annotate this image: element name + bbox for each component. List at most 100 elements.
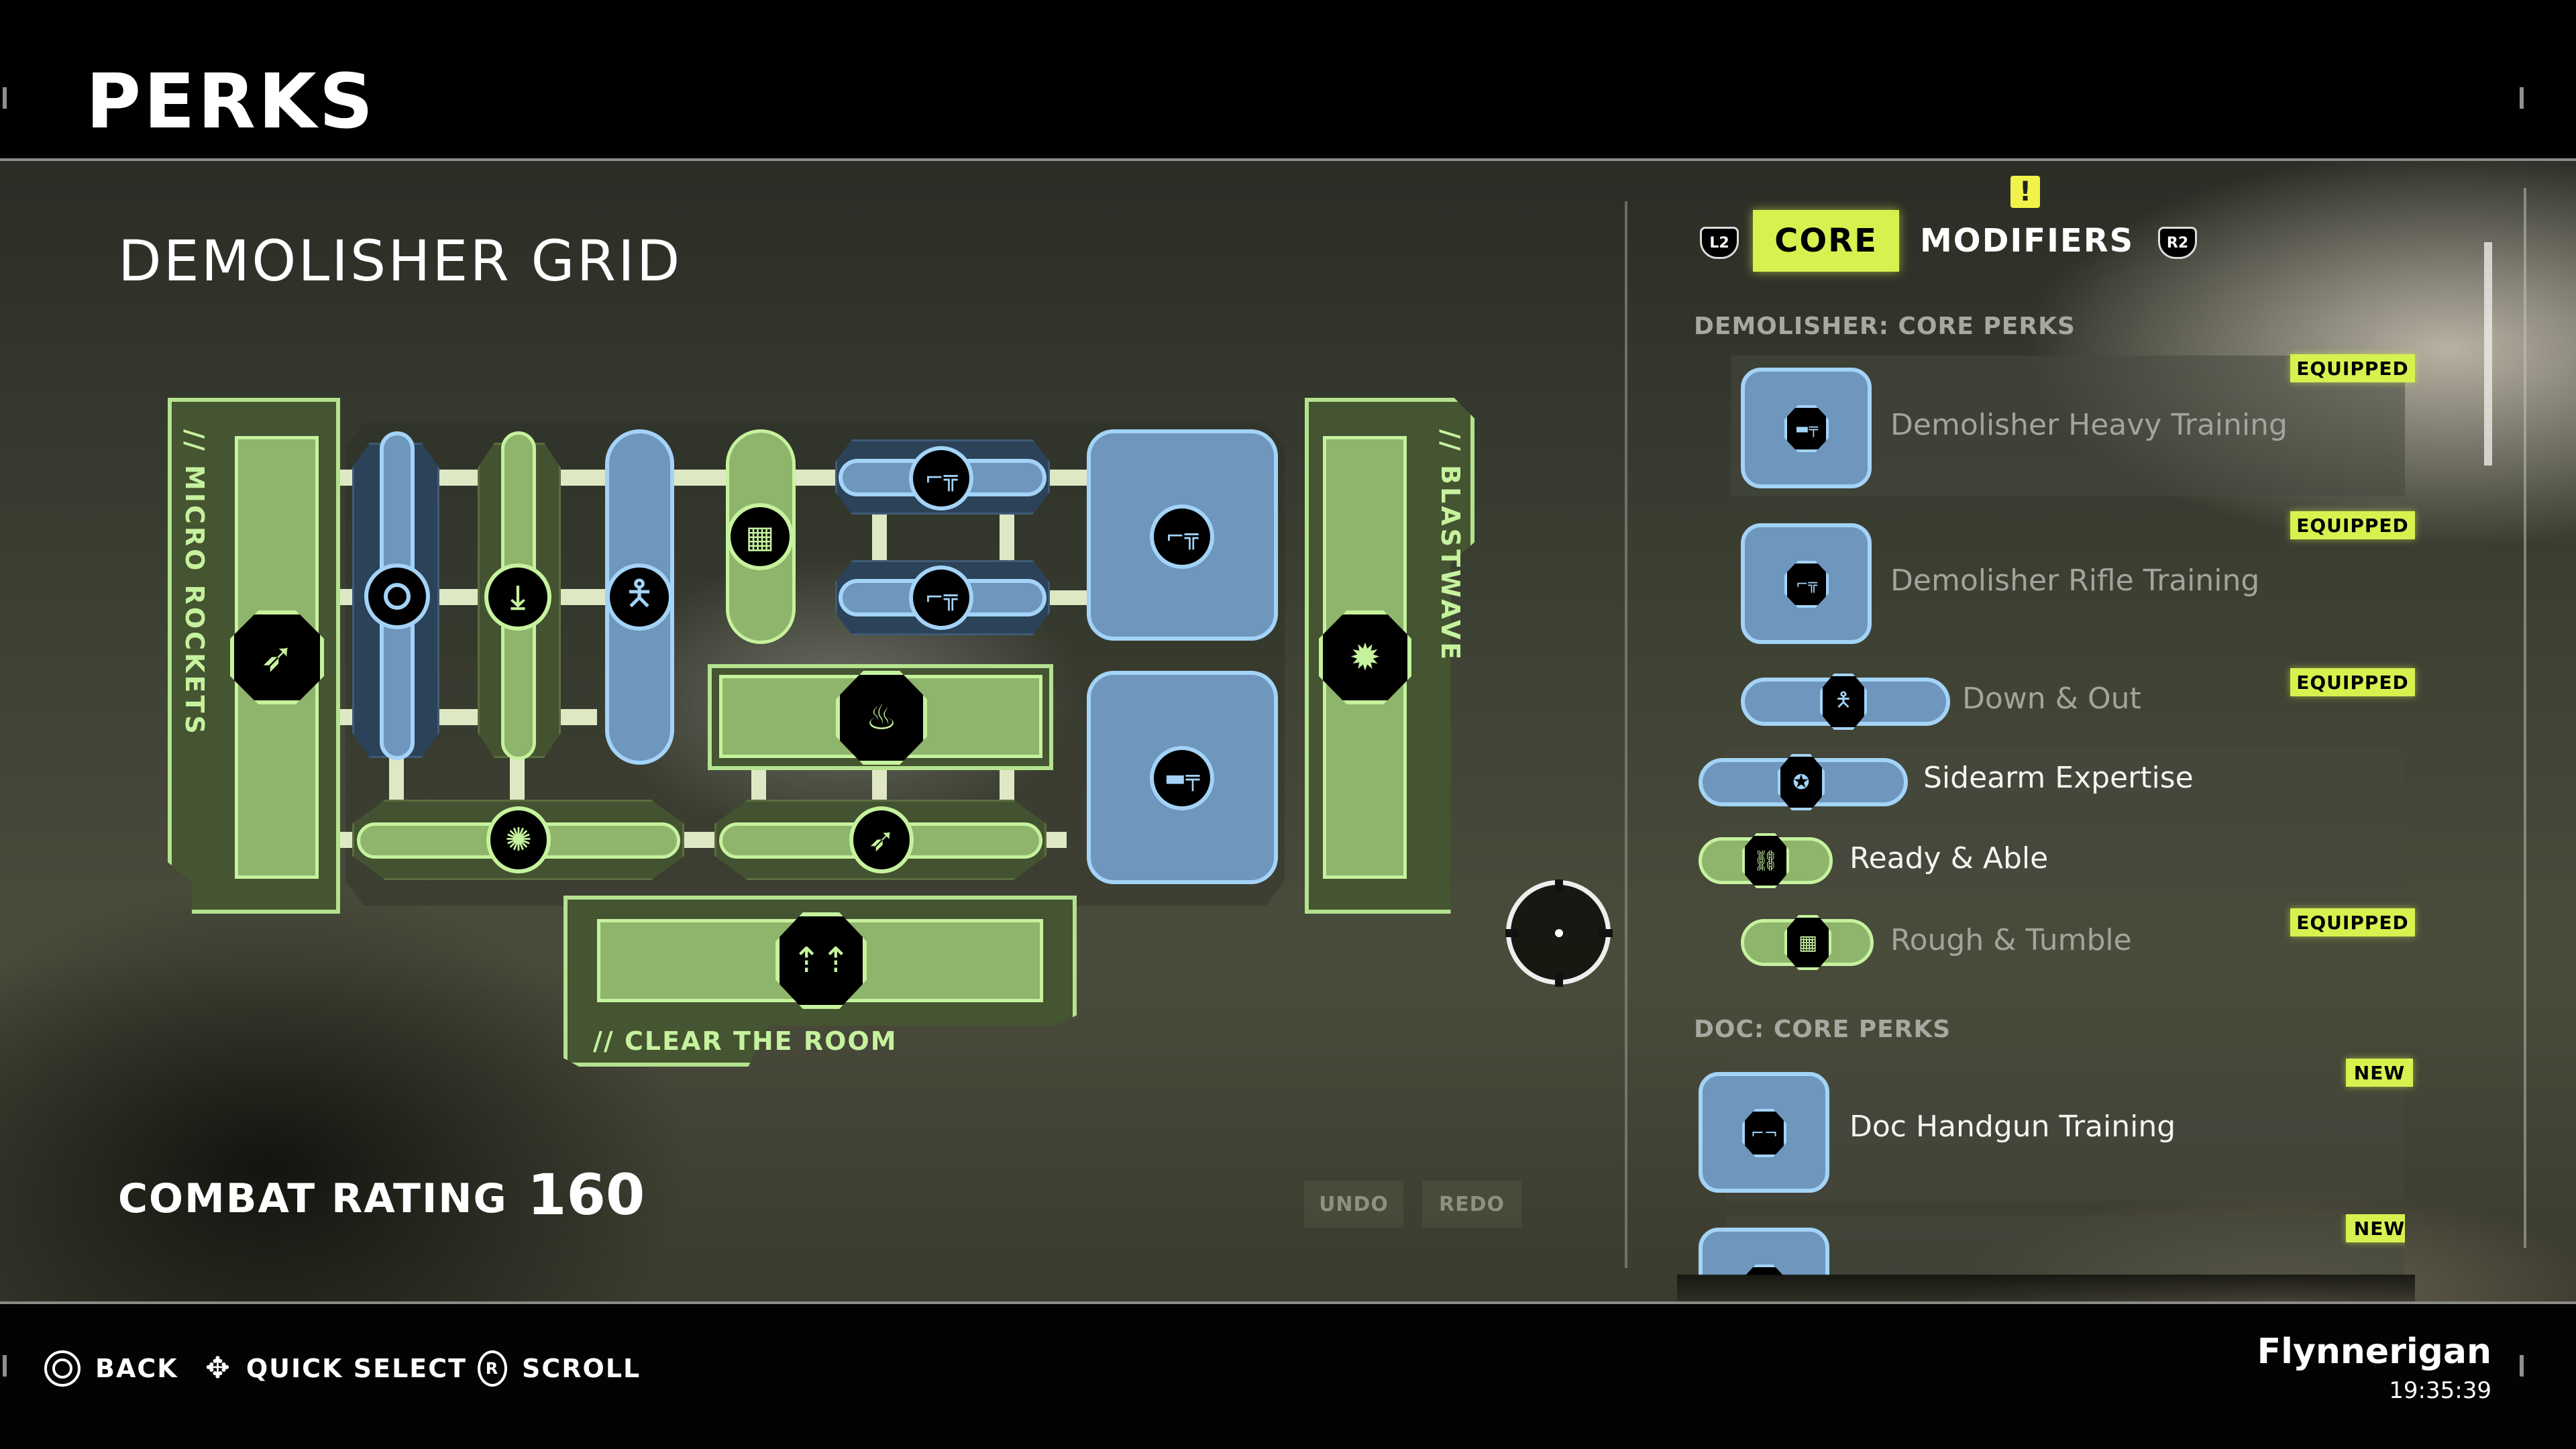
- rifles-icon: ⌐╦: [924, 584, 958, 611]
- perk-node[interactable]: ▦: [727, 503, 794, 570]
- perk-slot-blue-large[interactable]: [1087, 671, 1278, 884]
- clock: 19:35:39: [2389, 1377, 2491, 1404]
- perk-node[interactable]: [364, 564, 430, 629]
- combat-rating-label: COMBAT RATING: [118, 1175, 508, 1222]
- edge-marker: [2520, 87, 2524, 109]
- perk-node[interactable]: ⤓: [484, 564, 551, 631]
- tab-core[interactable]: CORE: [1753, 210, 1899, 272]
- username: Flynnerigan: [2257, 1332, 2491, 1372]
- cursor-tick: [1555, 973, 1563, 987]
- micro-rockets-label: // MICRO ROCKETS: [180, 429, 209, 737]
- perk-item-bg: [1726, 826, 2404, 894]
- blastwave-node[interactable]: ✹: [1319, 610, 1411, 704]
- equipped-badge: EQUIPPED: [2290, 354, 2415, 382]
- perk-name: Demolisher Heavy Training: [1890, 408, 2288, 442]
- perk-name: Doc Handgun Training: [1849, 1110, 2176, 1144]
- right-stick-icon: R: [478, 1350, 507, 1387]
- perk-card-blue: [1741, 368, 1872, 488]
- connector: [510, 758, 525, 812]
- equipped-badge: EQUIPPED: [2290, 908, 2415, 936]
- ammo-upgrade-icon: ⇡⇡: [792, 941, 851, 981]
- scroll-hint[interactable]: R SCROLL: [478, 1347, 641, 1390]
- clear-the-room-label: // CLEAR THE ROOM: [593, 1026, 898, 1056]
- undo-button[interactable]: UNDO: [1304, 1181, 1403, 1228]
- new-badge: NEW: [2346, 1059, 2413, 1087]
- scrollbar-thumb[interactable]: [2484, 242, 2492, 466]
- grid-title: DEMOLISHER GRID: [118, 228, 682, 294]
- clear-the-room-node[interactable]: ⇡⇡: [775, 912, 867, 1009]
- connector: [389, 758, 404, 812]
- perk-name: Sidearm Expertise: [1923, 761, 2194, 795]
- perk-item-bg: [1726, 1216, 2404, 1276]
- incendiary-rockets-icon: ♨: [865, 698, 898, 738]
- footer-bar: [0, 1304, 2576, 1449]
- cursor-crosshair: [1505, 879, 1613, 987]
- perk-name: Rough & Tumble: [1890, 923, 2132, 957]
- perk-list-item[interactable]: ✪ Sidearm Expertise: [1688, 745, 2405, 814]
- cursor-dot: [1555, 929, 1563, 937]
- perk-name: Down & Out: [1962, 682, 2141, 716]
- perk-node[interactable]: ▬╤: [1150, 746, 1214, 810]
- scrollbar-track[interactable]: [2524, 188, 2526, 1248]
- perk-node[interactable]: ⌐╦: [909, 446, 973, 511]
- back-hint[interactable]: BACK: [44, 1347, 178, 1390]
- header-divider: [0, 158, 2576, 161]
- edge-marker: [3, 1355, 7, 1377]
- cursor-tick: [1555, 879, 1563, 893]
- perk-list-item[interactable]: NEW: [1688, 1214, 2405, 1276]
- panel-divider: [1625, 201, 1627, 1268]
- downed-soldier-icon: 🯅: [624, 573, 655, 614]
- scroll-label: SCROLL: [522, 1354, 641, 1383]
- l2-trigger-icon[interactable]: L2: [1700, 227, 1739, 259]
- perk-node[interactable]: ➶: [849, 806, 914, 873]
- chain-break-icon: ⛓: [1742, 833, 1789, 888]
- perk-node[interactable]: 🯅: [606, 564, 673, 631]
- perk-list-item[interactable]: ⛓ Ready & Able: [1688, 826, 2405, 896]
- shockwave-rings-icon: [384, 583, 411, 610]
- section-heading: DEMOLISHER: CORE PERKS: [1694, 313, 2076, 340]
- explosion-radius-icon: ✺: [504, 821, 533, 859]
- brick-wall-icon: ▦: [1784, 915, 1831, 970]
- perk-node[interactable]: ✺: [486, 806, 551, 873]
- page-title: PERKS: [86, 58, 376, 146]
- perk-card-blue: [1741, 523, 1872, 644]
- brick-wall-icon: ▦: [745, 519, 775, 555]
- section-heading: DOC: CORE PERKS: [1694, 1016, 1951, 1043]
- back-label: BACK: [95, 1354, 178, 1383]
- tab-modifiers[interactable]: MODIFIERS: [1920, 222, 2135, 260]
- cursor-tick: [1505, 929, 1519, 937]
- downed-soldier-icon: 🯅: [1820, 674, 1867, 730]
- perk-node[interactable]: ♨: [836, 671, 927, 765]
- perk-list-item[interactable]: ▦ Rough & Tumble EQUIPPED: [1731, 906, 2415, 979]
- handguns-icon: ⌐¬: [1742, 1109, 1786, 1157]
- heavy-weapons-icon: ▬╤: [1784, 405, 1829, 452]
- blastwave-label: // BLASTWAVE: [1436, 429, 1465, 663]
- quick-select-hint[interactable]: ✥ QUICK SELECT: [205, 1347, 467, 1390]
- footer-divider: [0, 1301, 2576, 1304]
- redo-button[interactable]: REDO: [1422, 1181, 1521, 1228]
- perk-list-item[interactable]: 🯅 Down & Out EQUIPPED: [1731, 665, 2415, 739]
- header-bar: [0, 0, 2576, 158]
- cursor-tick: [1599, 929, 1613, 937]
- perk-name: Ready & Able: [1849, 841, 2049, 875]
- rockets-icon: ➶: [867, 821, 896, 859]
- edge-marker: [3, 87, 7, 109]
- r2-trigger-icon[interactable]: R2: [2158, 227, 2197, 259]
- micro-rockets-node[interactable]: ➶: [230, 610, 324, 704]
- new-badge: NEW: [2346, 1214, 2405, 1242]
- perk-list-item[interactable]: ▬╤ Demolisher Heavy Training EQUIPPED: [1731, 354, 2415, 496]
- perk-node[interactable]: ⌐╦: [1150, 504, 1214, 569]
- circle-button-icon: [44, 1350, 80, 1387]
- perk-name: Demolisher Rifle Training: [1890, 564, 2260, 598]
- quick-select-label: QUICK SELECT: [246, 1354, 468, 1383]
- rifles-icon: ⌐╦: [924, 465, 958, 492]
- perk-list-item[interactable]: ⌐¬ Doc Handgun Training NEW: [1688, 1059, 2413, 1202]
- equipped-badge: EQUIPPED: [2290, 511, 2415, 539]
- rifles-icon: ⌐╦: [1165, 523, 1199, 550]
- dpad-icon: ✥: [205, 1351, 231, 1385]
- perk-list-item[interactable]: ⌐╦ Demolisher Rifle Training EQUIPPED: [1731, 511, 2415, 652]
- blastwave-icon: ✹: [1349, 635, 1381, 680]
- perk-node[interactable]: ⌐╦: [909, 566, 973, 630]
- alert-icon: !: [2010, 176, 2040, 208]
- ground-pound-icon: ⤓: [511, 578, 525, 616]
